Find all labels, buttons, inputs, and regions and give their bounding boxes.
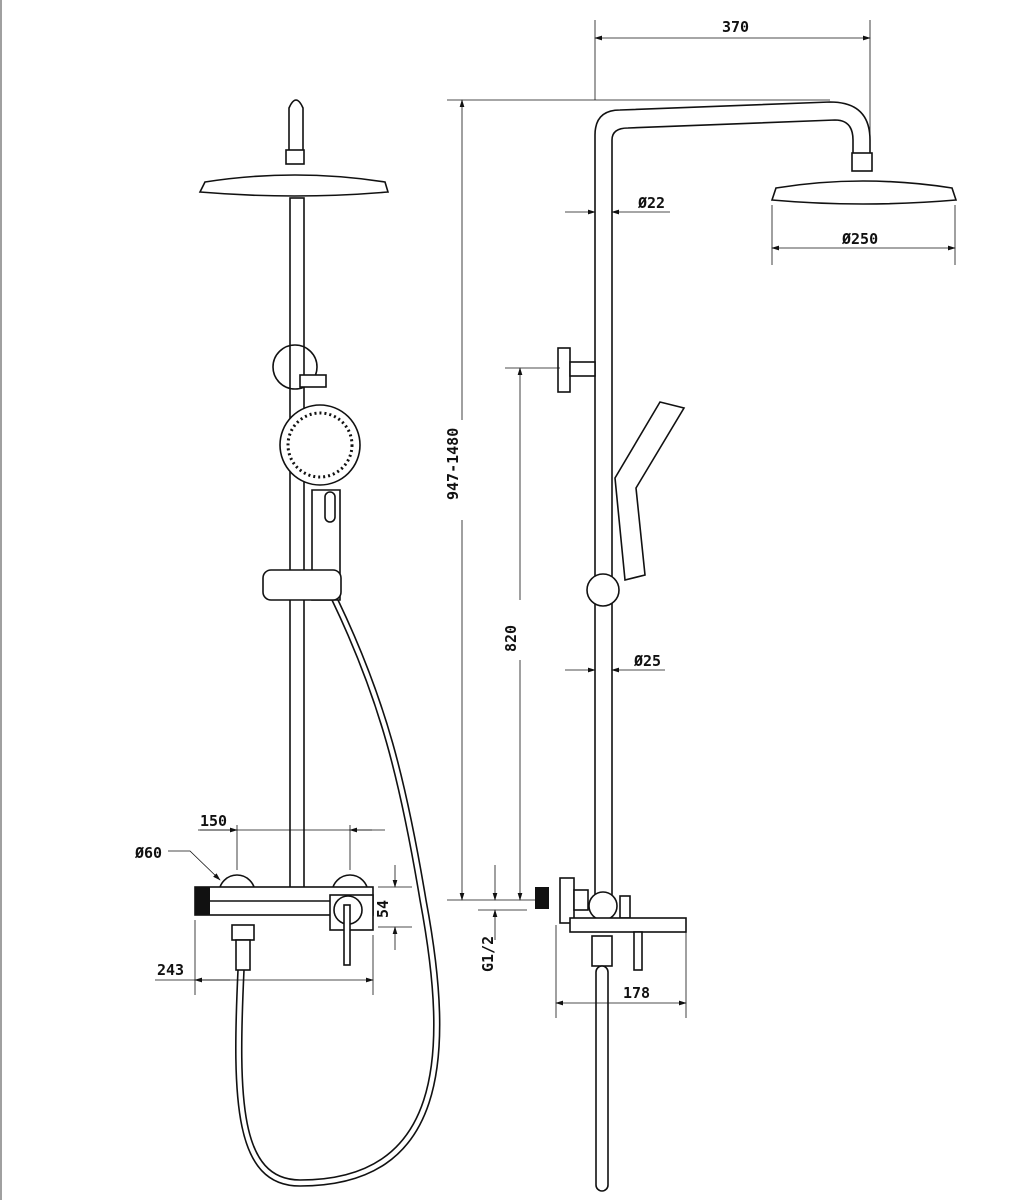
shower-hose [240, 599, 435, 1181]
shower-arm [594, 101, 871, 895]
side-view: 370 Ø22 Ø250 947-1480 820 Ø25 G1/2 178 [444, 18, 958, 1192]
mixer-body-side [588, 891, 618, 921]
diverter-knob [272, 344, 318, 390]
spout-plate [569, 917, 687, 933]
hose-outlet [235, 939, 251, 971]
dim-body-height: 54 [374, 900, 392, 918]
shower-rail [289, 197, 305, 889]
overhead-shower-head-side [770, 180, 958, 205]
dim-valve-diameter: Ø60 [134, 844, 162, 862]
diverter-knob-side [557, 347, 571, 393]
dim-rail-height: 820 [502, 625, 520, 652]
dim-rail-diameter: Ø25 [633, 652, 661, 670]
inlet-aerator [195, 887, 210, 915]
hand-shower-head [279, 404, 361, 486]
overhead-shower-head [198, 174, 390, 197]
dim-projection: 178 [623, 984, 650, 1002]
dim-arm-diameter: Ø22 [637, 194, 665, 212]
front-view: 150 Ø60 54 243 [134, 99, 441, 1187]
dim-total-height: 947-1480 [444, 428, 462, 500]
arm-connector [851, 152, 873, 172]
lever-handle [343, 904, 351, 966]
lever-side [633, 931, 643, 971]
rail-slider [262, 569, 342, 601]
inlet-aerator-side [535, 887, 549, 909]
head-connector [285, 149, 305, 165]
top-arm [288, 99, 304, 160]
dim-valve-spacing: 150 [200, 812, 227, 830]
dim-body-width: 243 [157, 961, 184, 979]
hose-side [595, 965, 609, 1192]
hand-shower-side [614, 401, 686, 582]
rail-slider-side [586, 573, 620, 607]
dim-head-diameter: Ø250 [841, 230, 878, 248]
dim-inlet-thread: G1/2 [479, 936, 497, 972]
dim-arm-length: 370 [722, 18, 749, 36]
